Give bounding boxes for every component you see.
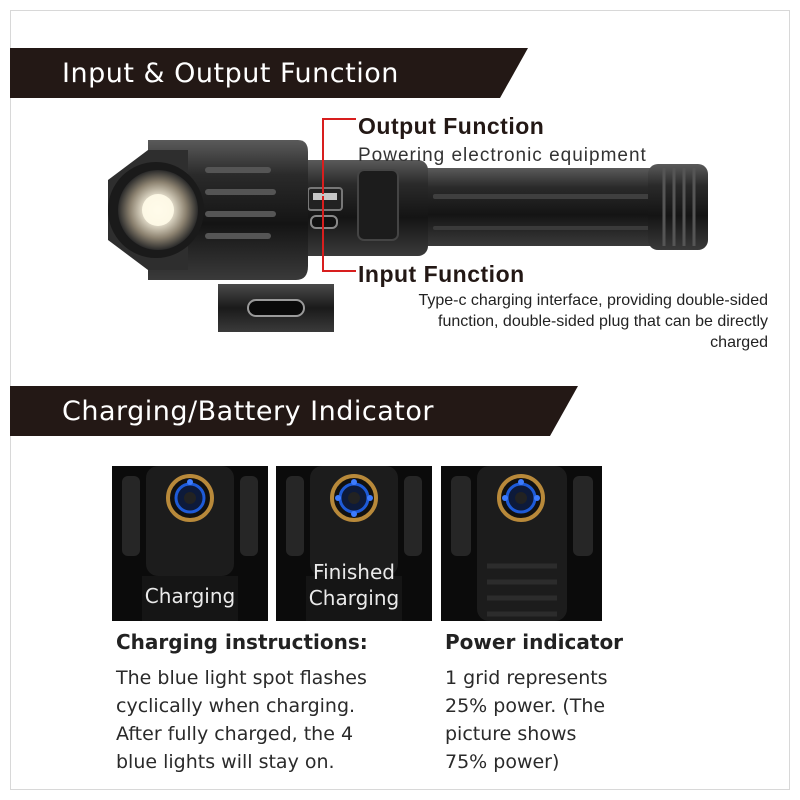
banner-charging-battery: Charging/Battery Indicator [10,386,578,436]
input-function-description: Type-c charging interface, providing dou… [418,292,768,351]
charging-instructions-heading: Charging instructions: [116,630,368,654]
photo-finished-charging: Finished Charging [276,466,432,621]
input-function-title: Input Function [358,261,525,287]
banner-input-output: Input & Output Function [10,48,528,98]
photo-charging: Charging [112,466,268,621]
output-function-subtitle: Powering electronic equipment [358,145,647,166]
power-indicator-heading: Power indicator [445,630,624,654]
photo-charging-label: Charging [144,584,236,608]
output-pointer-line [322,118,356,194]
banner-charging-battery-text: Charging/Battery Indicator [62,395,434,427]
usb-c-port-icon [310,215,338,229]
photo-power-indicator [441,466,602,621]
banner-input-output-text: Input & Output Function [62,57,399,89]
charging-instructions-text: The blue light spot flashes cyclically w… [116,667,367,773]
output-function-title: Output Function [358,113,545,139]
input-pointer-line [322,196,356,272]
flashlight-image [108,140,708,280]
usb-c-closeup-image [218,284,334,332]
photo-finished-label: Finished Charging [308,560,400,610]
power-indicator-text: 1 grid represents 25% power. (The pictur… [445,667,608,773]
